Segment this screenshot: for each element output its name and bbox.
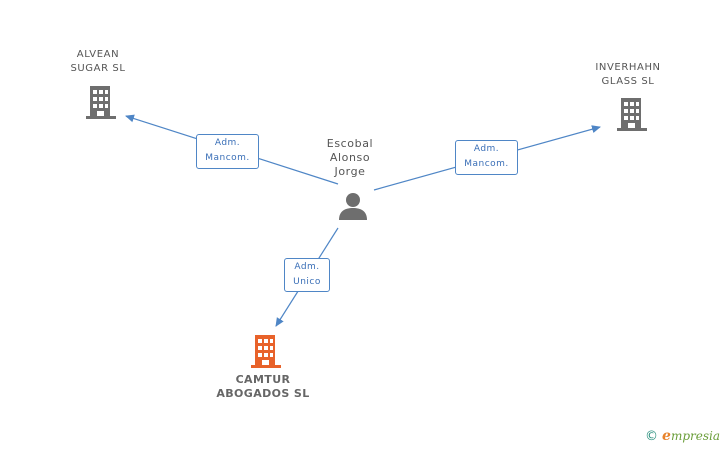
- main-company-label[interactable]: CAMTUR ABOGADOS SL: [216, 373, 310, 400]
- footer-brand: ©empresia: [645, 428, 720, 444]
- main-company-building-icon[interactable]: [250, 333, 282, 369]
- company-label-alvean[interactable]: ALVEAN SUGAR SL: [70, 49, 126, 74]
- company-label-inverhahn[interactable]: INVERHAHN GLASS SL: [595, 62, 661, 87]
- copyright-symbol: ©: [645, 429, 659, 444]
- person-icon[interactable]: [338, 192, 368, 220]
- role-box-inverhahn[interactable]: Adm. Mancom.: [455, 140, 518, 175]
- brand-name: mpresia: [670, 429, 720, 443]
- role-box-alvean[interactable]: Adm. Mancom.: [196, 134, 259, 169]
- building-icon[interactable]: [616, 96, 648, 132]
- person-label[interactable]: Escobal Alonso Jorge: [326, 137, 374, 178]
- building-icon[interactable]: [85, 84, 117, 120]
- role-box-camtur[interactable]: Adm. Unico: [284, 258, 330, 292]
- brand-logo[interactable]: empresia: [662, 428, 720, 444]
- brand-initial: e: [662, 428, 671, 444]
